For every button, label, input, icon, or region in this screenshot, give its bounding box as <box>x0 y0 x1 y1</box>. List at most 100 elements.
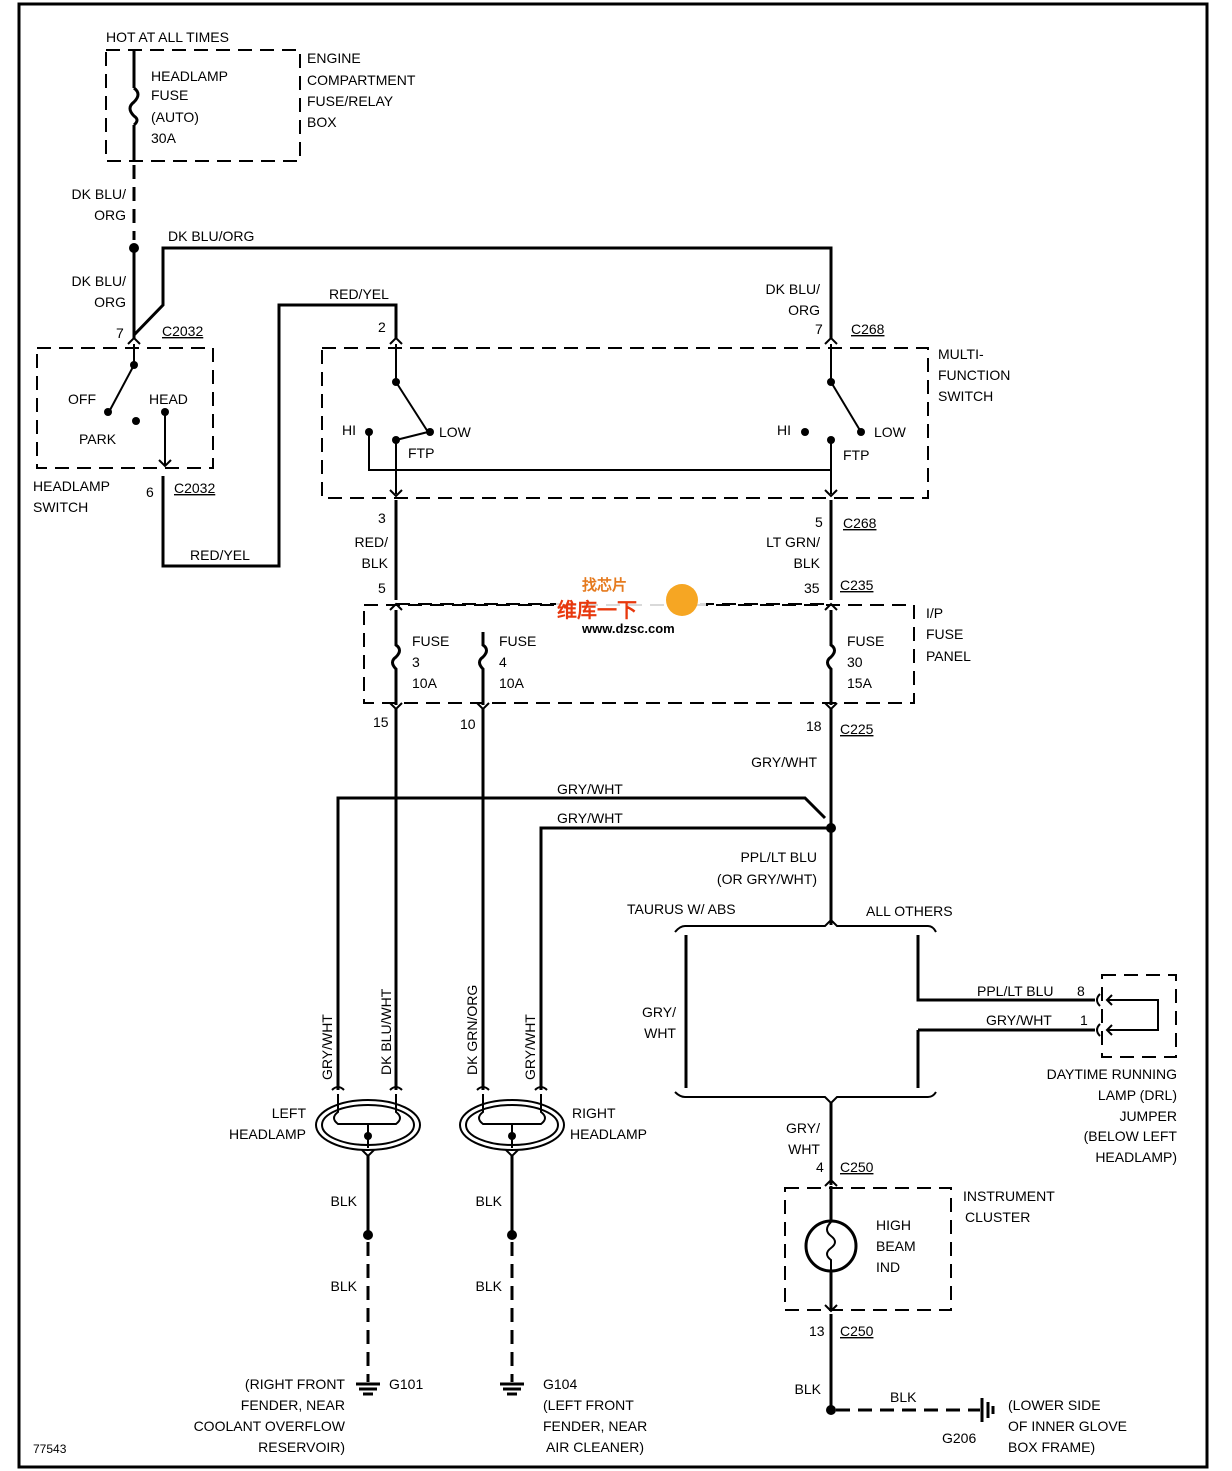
engine-fuse-box-outline <box>105 49 301 162</box>
label-ltgrn-l2: BLK <box>794 555 821 571</box>
label-f3-l1: FUSE <box>412 633 449 649</box>
label-park: PARK <box>79 431 117 447</box>
label-c225: C225 <box>840 721 874 737</box>
label-w1-l1: DK BLU/ <box>72 186 127 202</box>
label-blk2: BLK <box>476 1193 503 1209</box>
label-pin5a: 5 <box>815 514 823 530</box>
label-redblk-l1: RED/ <box>355 534 389 550</box>
label-g104-l3: AIR CLEANER) <box>546 1439 644 1455</box>
label-g101-l3: COOLANT OVERFLOW <box>194 1418 346 1434</box>
label-ecfrb-l4: BOX <box>307 114 337 130</box>
label-ppl-l2: (OR GRY/WHT) <box>717 871 817 887</box>
label-hi-left: HI <box>342 422 356 438</box>
label-ftp-left: FTP <box>408 445 434 461</box>
label-f30-l2: 30 <box>847 654 863 670</box>
left-headlamp-symbol <box>315 1086 421 1158</box>
label-grywht-a: GRY/WHT <box>751 754 817 770</box>
label-w1-l2: ORG <box>94 207 126 223</box>
label-pin18: 18 <box>806 718 822 734</box>
label-pin8: 8 <box>1077 983 1085 999</box>
label-v-grywht-l: GRY/WHT <box>319 1014 335 1080</box>
label-v-grywht-r: GRY/WHT <box>522 1014 538 1080</box>
label-ip-l1: I/P <box>926 605 943 621</box>
label-f4-l3: 10A <box>499 675 525 691</box>
label-ecfrb-l3: FUSE/RELAY <box>307 93 394 109</box>
label-hs-l1: HEADLAMP <box>33 478 110 494</box>
label-w4-l1: DK BLU/ <box>766 281 821 297</box>
label-g104-l1: (LEFT FRONT <box>543 1397 634 1413</box>
headlamp-switch-outline <box>36 347 214 469</box>
label-pin2: 2 <box>378 319 386 335</box>
dzsc-watermark-logo: 找芯片 维库一下 www.dzsc.com <box>556 572 706 636</box>
label-pin6: 6 <box>146 484 154 500</box>
label-g104: G104 <box>543 1376 577 1392</box>
ground-g206-icon <box>975 1398 995 1422</box>
wire-dk-blu-org <box>132 246 833 338</box>
label-all-others: ALL OTHERS <box>866 903 953 919</box>
wire-red-yel <box>161 303 398 568</box>
label-pin7a: 7 <box>116 325 124 341</box>
label-lh-l2: HEADLAMP <box>229 1126 306 1142</box>
label-grywht-c: GRY/WHT <box>557 810 623 826</box>
label-redyel-top: RED/YEL <box>329 286 389 302</box>
ground-g104-icon <box>500 1376 524 1396</box>
label-hot-at-all-times: HOT AT ALL TIMES <box>106 29 229 45</box>
wire-gry-wht-left <box>336 796 827 1090</box>
label-c2032a: C2032 <box>162 323 203 339</box>
multifunction-switch-outline <box>321 347 929 499</box>
label-blk1: BLK <box>331 1193 358 1209</box>
label-ppl-l1: PPL/LT BLU <box>740 849 817 865</box>
label-gw-l1: GRY/ <box>642 1004 676 1020</box>
label-blk4: BLK <box>476 1278 503 1294</box>
label-ecfrb-l2: COMPARTMENT <box>307 72 416 88</box>
diagram-labels: HOT AT ALL TIMESHEADLAMPFUSE(AUTO)30AENG… <box>33 29 1177 1456</box>
label-g104-l2: FENDER, NEAR <box>543 1418 647 1434</box>
headlamp-fuse-symbol <box>128 86 140 127</box>
label-low-right: LOW <box>874 424 907 440</box>
label-ic-l2: CLUSTER <box>965 1209 1030 1225</box>
drl-jumper-outline <box>1101 974 1177 1058</box>
label-ltgrn-l1: LT GRN/ <box>766 534 820 550</box>
label-drl-l1: DAYTIME RUNNING <box>1047 1066 1177 1082</box>
label-hb-l2: BEAM <box>876 1238 916 1254</box>
label-blk3: BLK <box>331 1278 358 1294</box>
label-g101: G101 <box>389 1376 423 1392</box>
label-off: OFF <box>68 391 96 407</box>
label-fuse-l1: HEADLAMP <box>151 68 228 84</box>
label-c268a: C268 <box>851 321 885 337</box>
high-beam-indicator-bulb <box>804 1219 858 1273</box>
watermark-mascot-icon <box>666 584 698 616</box>
label-drl-gw: GRY/WHT <box>986 1012 1052 1028</box>
label-g206: G206 <box>942 1430 976 1446</box>
label-f30-l3: 15A <box>847 675 873 691</box>
label-hb-l1: HIGH <box>876 1217 911 1233</box>
watermark-top: 找芯片 <box>582 576 627 594</box>
label-ecfrb-l1: ENGINE <box>307 50 361 66</box>
label-pin35: 35 <box>804 580 820 596</box>
label-head: HEAD <box>149 391 188 407</box>
label-pin1: 1 <box>1080 1012 1088 1028</box>
fuse-4-symbol <box>478 632 488 705</box>
label-mfs-l2: FUNCTION <box>938 367 1010 383</box>
label-g206-l1: (LOWER SIDE <box>1008 1397 1101 1413</box>
label-c250a: C250 <box>840 1159 874 1175</box>
label-ic-l1: INSTRUMENT <box>963 1188 1055 1204</box>
label-redyel-bottom: RED/YEL <box>190 547 250 563</box>
label-gw-l2: WHT <box>644 1025 676 1041</box>
label-drl-ppl: PPL/LT BLU <box>977 983 1054 999</box>
label-pin7b: 7 <box>815 321 823 337</box>
label-rh-l1: RIGHT <box>572 1105 616 1121</box>
label-f4-l2: 4 <box>499 654 507 670</box>
label-f30-l1: FUSE <box>847 633 884 649</box>
label-drl-l4: (BELOW LEFT <box>1084 1128 1178 1144</box>
label-gw2-l2: WHT <box>788 1141 820 1157</box>
diagram-border <box>17 2 1209 1469</box>
label-low-left: LOW <box>439 424 472 440</box>
label-v-dkgrnorg: DK GRN/ORG <box>464 985 480 1075</box>
label-g101-l2: FENDER, NEAR <box>241 1397 345 1413</box>
fuse-3-symbol <box>391 610 401 705</box>
label-g101-l4: RESERVOIR) <box>258 1439 345 1455</box>
label-blk5: BLK <box>795 1381 822 1397</box>
label-fuse-l4: 30A <box>151 130 177 146</box>
